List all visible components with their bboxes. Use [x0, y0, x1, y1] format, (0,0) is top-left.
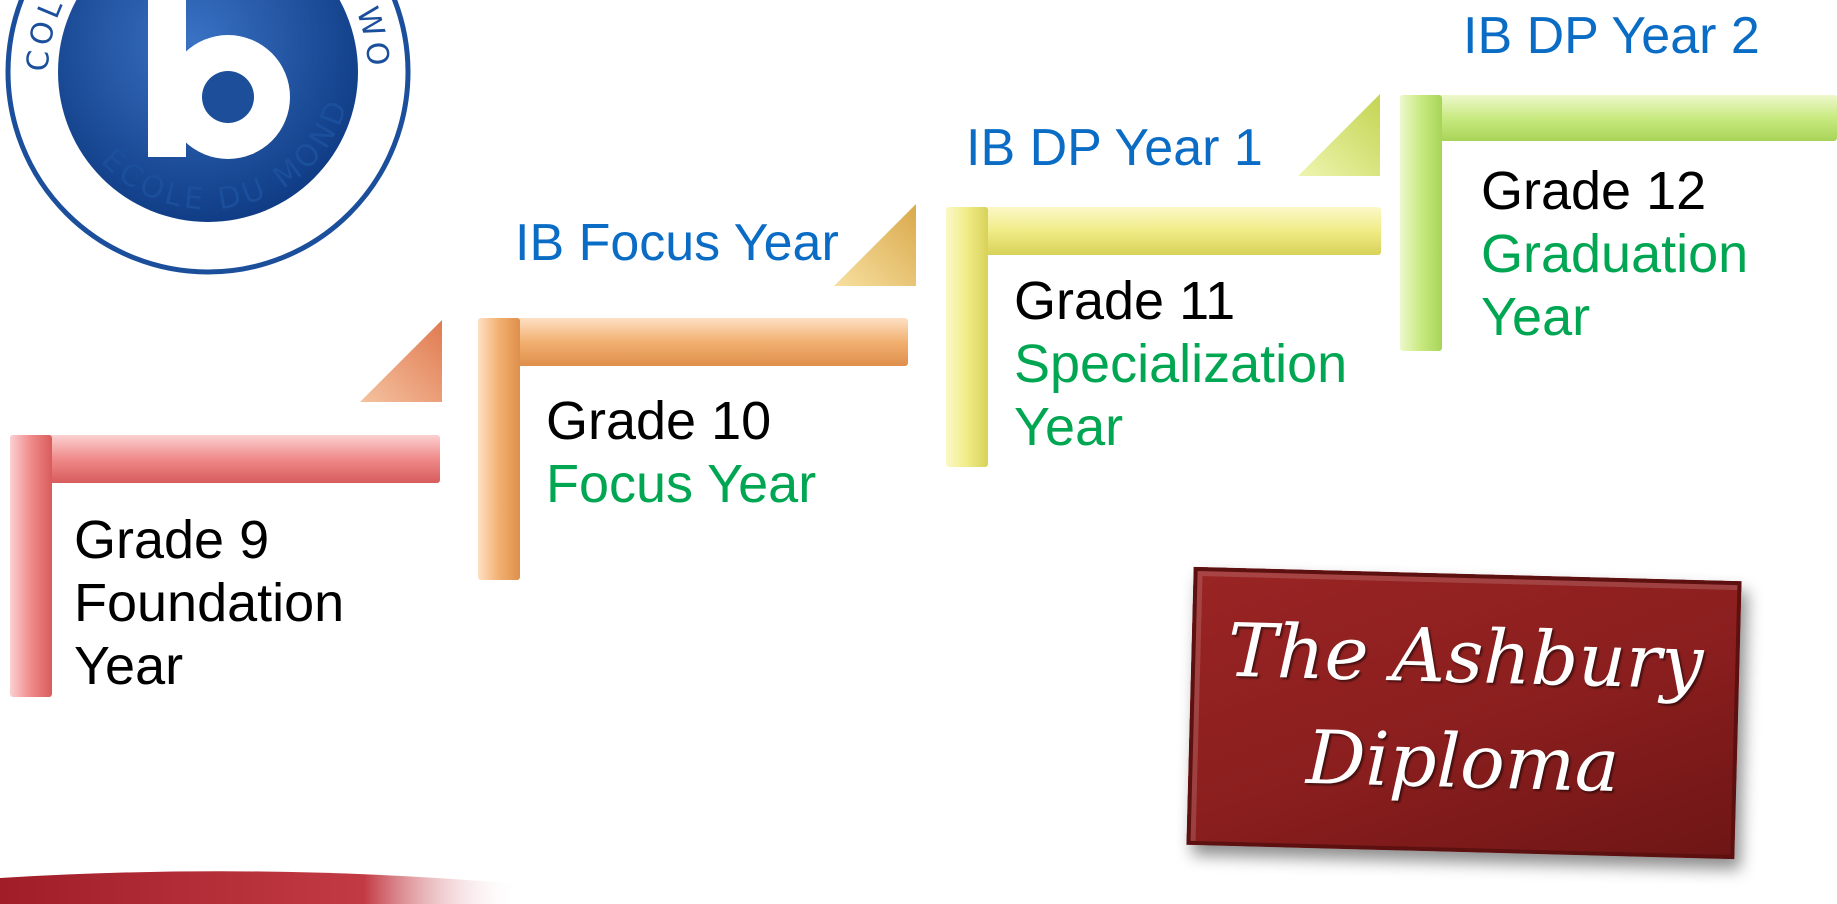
- step-bracket-grade-9: [10, 435, 440, 697]
- ashbury-diploma-plaque: The Ashbury Diploma: [1186, 566, 1742, 860]
- grade-9-label: Grade 9: [74, 510, 270, 570]
- grade-10-text: Grade 10 Focus Year: [546, 390, 816, 516]
- grade-11-year-line-2: Year: [1014, 397, 1124, 457]
- grade-12-year-line-1: Graduation: [1481, 224, 1749, 284]
- grade-12-text: Grade 12 Graduation Year: [1481, 160, 1748, 349]
- grade-9-text: Grade 9 Foundation Year: [74, 509, 344, 698]
- grade-10-label: Grade 10: [546, 391, 772, 451]
- grade-12-label: Grade 12: [1481, 161, 1707, 221]
- plaque-title-line-1: The Ashbury: [1226, 607, 1705, 707]
- step-bracket-grade-12: [1400, 95, 1837, 351]
- plaque-title-line-2: Diploma: [1305, 714, 1621, 810]
- grade-11-year-line-1: Specialization: [1014, 334, 1348, 394]
- grade-9-year-line-1: Foundation: [74, 573, 345, 633]
- ib-label-dp-year-1: IB DP Year 1: [966, 119, 1263, 177]
- ib-label-focus-year: IB Focus Year: [515, 214, 839, 272]
- grade-11-label: Grade 11: [1014, 271, 1236, 331]
- grade-12-year-line-2: Year: [1481, 287, 1591, 347]
- grade-11-text: Grade 11 Specialization Year: [1014, 270, 1347, 459]
- grade-9-year-line-2: Year: [74, 636, 184, 696]
- ib-label-dp-year-2: IB DP Year 2: [1463, 7, 1760, 65]
- step-arrow-3: [1298, 94, 1380, 176]
- step-bracket-grade-11: [946, 207, 1381, 467]
- step-arrow-1: [360, 320, 442, 402]
- ib-world-school-logo: COLEGIO DEL MUNDO · WORLD SCHOOL · ÉCOLE…: [0, 0, 428, 292]
- step-bracket-grade-10: [478, 318, 908, 580]
- decorative-swoosh: [0, 871, 520, 904]
- step-arrow-2: [834, 204, 916, 286]
- grade-10-year-line-1: Focus Year: [546, 454, 817, 514]
